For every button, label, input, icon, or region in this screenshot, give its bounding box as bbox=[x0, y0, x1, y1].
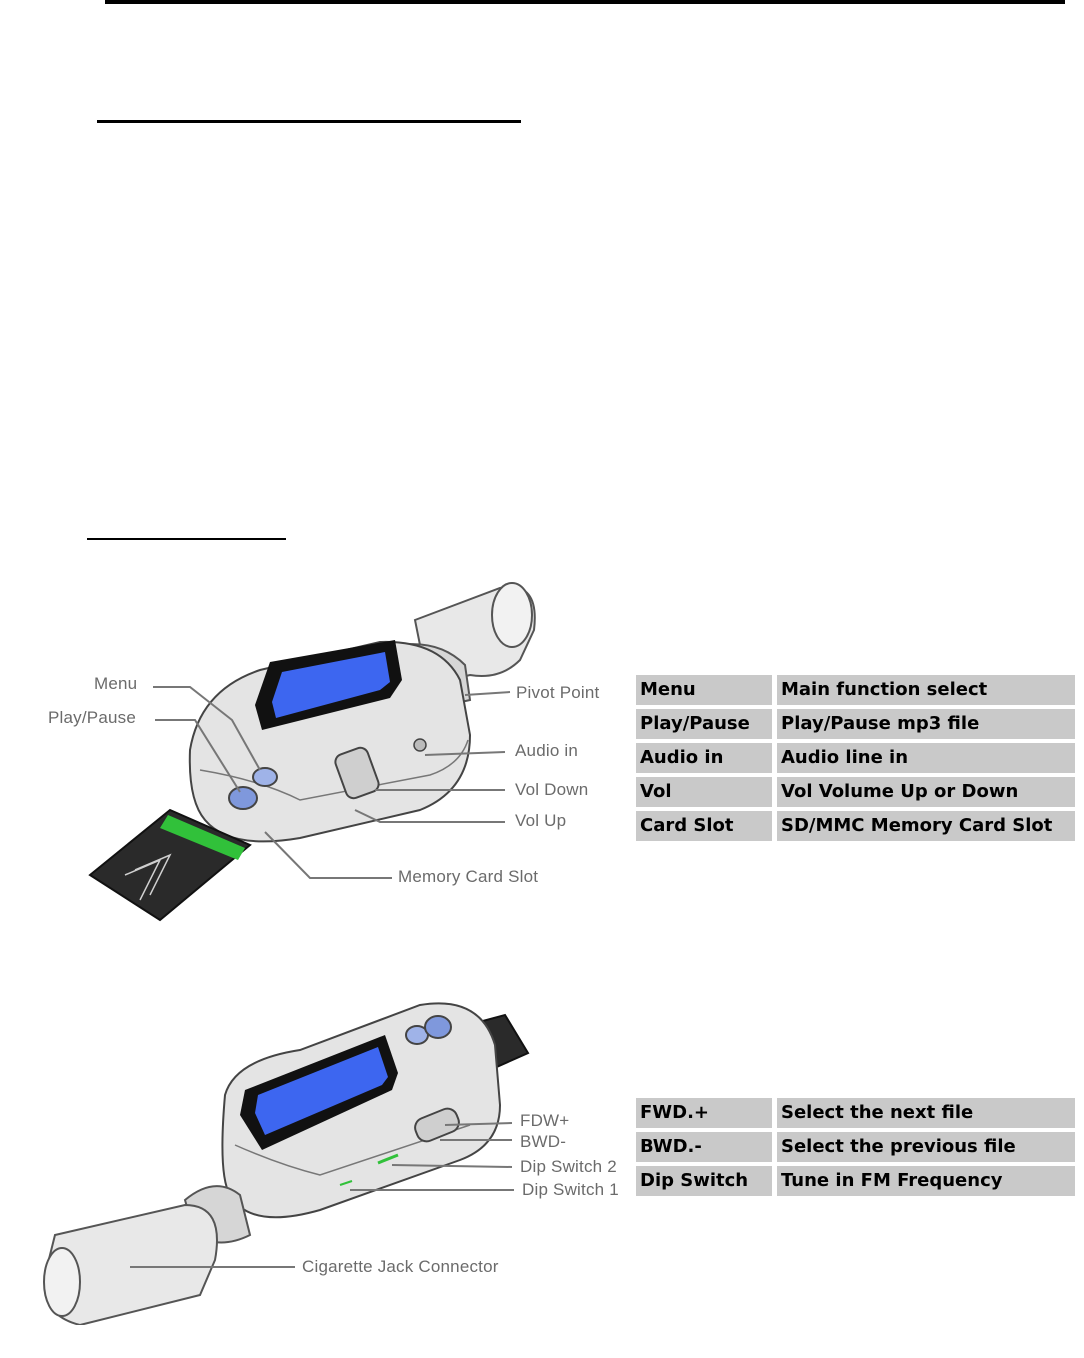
play-pause-button-icon bbox=[424, 1015, 452, 1039]
memory-card bbox=[88, 808, 252, 922]
callout-pivot-point: Pivot Point bbox=[516, 683, 600, 702]
device-illustration-side bbox=[43, 1002, 530, 1325]
section-heading-underline bbox=[97, 120, 521, 123]
callout-vol-down: Vol Down bbox=[515, 780, 589, 799]
callout-vol-up: Vol Up bbox=[515, 811, 567, 830]
callout-fdw: FDW+ bbox=[520, 1111, 570, 1130]
device-illustration-front bbox=[88, 582, 536, 922]
side-controls-table: FWD.+Select the next file BWD.-Select th… bbox=[631, 1094, 1080, 1200]
cigarette-plug-bottom bbox=[43, 1203, 218, 1325]
table-row: BWD.-Select the previous file bbox=[636, 1132, 1075, 1162]
menu-button-icon bbox=[252, 767, 278, 787]
callout-play-pause: Play/Pause bbox=[48, 708, 136, 727]
subsection-heading-underline bbox=[87, 538, 286, 540]
callout-audio-in: Audio in bbox=[515, 741, 579, 760]
callout-bwd: BWD- bbox=[520, 1132, 567, 1151]
callout-dip-switch-2: Dip Switch 2 bbox=[520, 1157, 617, 1176]
play-pause-button-icon bbox=[228, 786, 258, 810]
top-rule bbox=[105, 0, 1065, 4]
callout-memory-card-slot: Memory Card Slot bbox=[398, 867, 539, 886]
callout-menu: Menu bbox=[94, 674, 138, 693]
callout-dip-switch-1: Dip Switch 1 bbox=[522, 1180, 619, 1199]
table-row: FWD.+Select the next file bbox=[636, 1098, 1075, 1128]
callout-cigarette-jack-connector: Cigarette Jack Connector bbox=[302, 1257, 499, 1276]
